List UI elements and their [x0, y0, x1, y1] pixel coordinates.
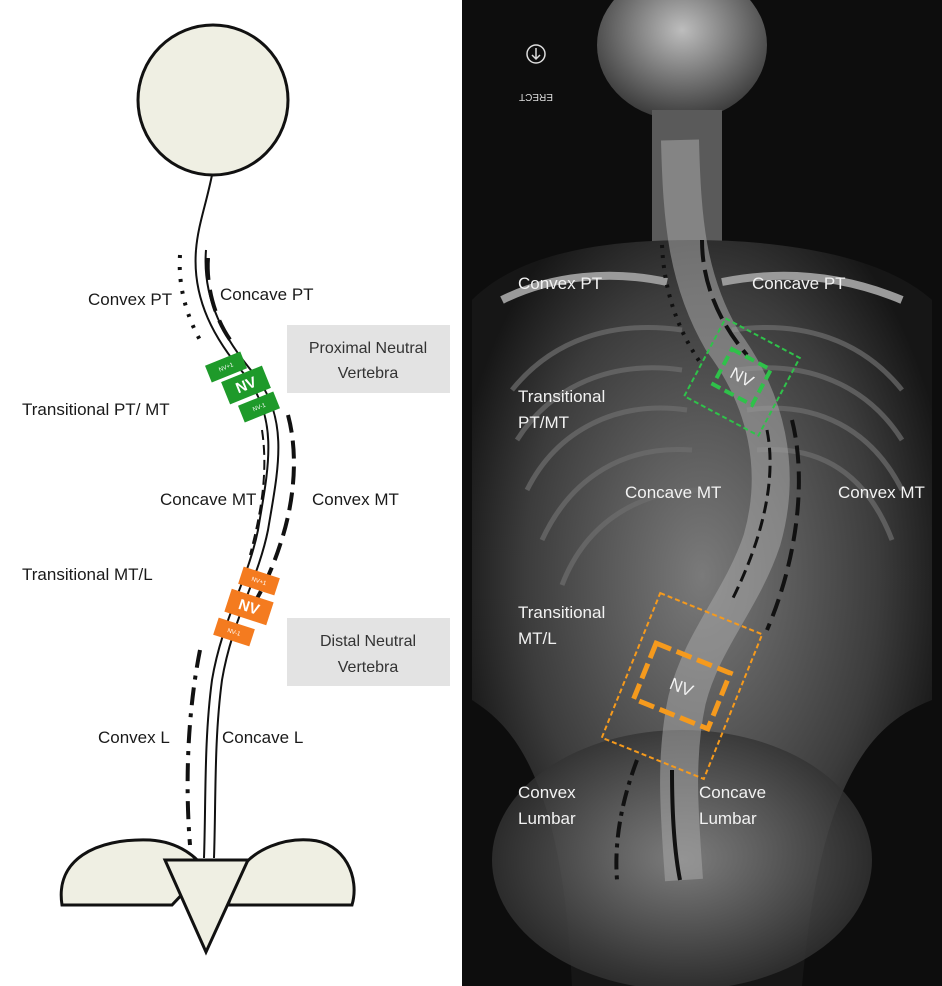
- xray-label-transitional-pt-1: Transitional: [518, 387, 605, 406]
- proximal-nv-group: NV+1 NV NV-1: [205, 352, 280, 423]
- spine-line-left: [196, 250, 269, 858]
- erect-marker-text: ERECT: [519, 91, 553, 102]
- spine-schematic: NV+1 NV NV-1 NV+1 NV NV-1 Convex PT Conc…: [0, 0, 460, 986]
- label-convex-l: Convex L: [98, 728, 170, 747]
- head-circle: [138, 25, 288, 175]
- distal-box-line2: Vertebra: [338, 659, 399, 676]
- label-transitional-pt-mt: Transitional PT/ MT: [22, 400, 170, 419]
- label-concave-pt: Concave PT: [220, 285, 314, 304]
- neck-line: [196, 175, 212, 250]
- xray-label-concave-lumbar-2: Lumbar: [699, 809, 757, 828]
- proximal-box-line2: Vertebra: [338, 365, 399, 382]
- xray-label-convex-mt: Convex MT: [838, 483, 925, 502]
- distal-nv-group: NV+1 NV NV-1: [213, 567, 280, 647]
- distal-box-line1: Distal Neutral: [320, 633, 416, 650]
- xray-label-concave-pt: Concave PT: [752, 274, 846, 293]
- xray-label-convex-lumbar-2: Lumbar: [518, 809, 576, 828]
- proximal-nv-box: Proximal Neutral Vertebra: [287, 325, 450, 393]
- xray-label-convex-lumbar-1: Convex: [518, 783, 576, 802]
- label-convex-mt: Convex MT: [312, 490, 399, 509]
- xray-label-concave-mt: Concave MT: [625, 483, 721, 502]
- convex-l-dashdot: [188, 650, 200, 845]
- label-concave-mt: Concave MT: [160, 490, 256, 509]
- label-concave-l: Concave L: [222, 728, 303, 747]
- xray-label-concave-lumbar-1: Concave: [699, 783, 766, 802]
- xray-label-transitional-mt-2: MT/L: [518, 629, 557, 648]
- pelvis-right-wing: [228, 840, 354, 905]
- proximal-box-line1: Proximal Neutral: [309, 340, 427, 357]
- xray-label-transitional-pt-2: PT/MT: [518, 413, 569, 432]
- label-convex-pt: Convex PT: [88, 290, 172, 309]
- xray-label-transitional-mt-1: Transitional: [518, 603, 605, 622]
- convex-pt-dotted: [180, 255, 200, 340]
- spine-line-right: [206, 250, 279, 858]
- label-transitional-mt-l: Transitional MT/L: [22, 565, 153, 584]
- distal-nv-box: Distal Neutral Vertebra: [287, 618, 450, 686]
- xray-image: ERECT NV NV Convex PT Concave PT Transit…: [462, 0, 942, 986]
- xray-label-convex-pt: Convex PT: [518, 274, 602, 293]
